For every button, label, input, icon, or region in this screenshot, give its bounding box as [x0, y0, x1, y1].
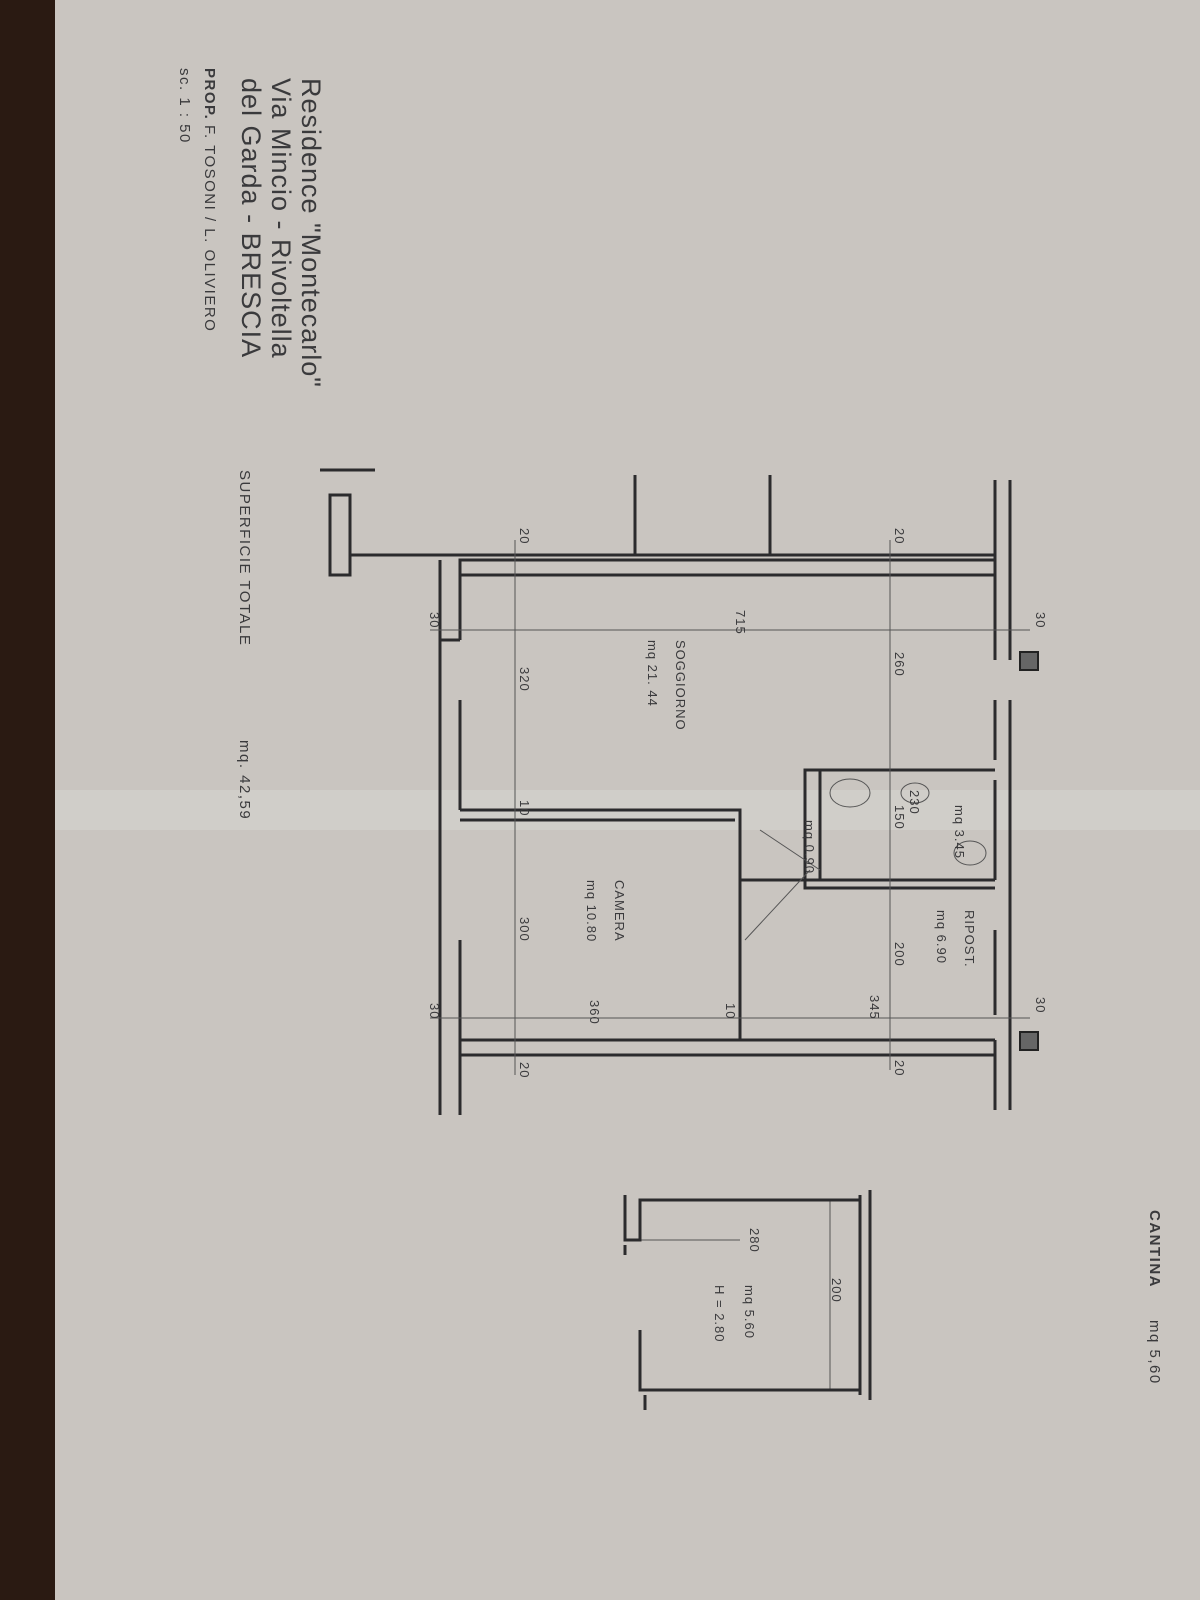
- owner-names: F. TOSONI / L. OLIVIERO: [201, 125, 218, 332]
- dim-label: 260: [892, 652, 907, 677]
- dim-label: 30: [1033, 997, 1048, 1013]
- dim-label: 320: [517, 667, 532, 692]
- bagno-area: mq 3.45: [952, 805, 967, 859]
- total-area-value: mq. 42,59: [236, 740, 253, 820]
- dim-label: 10: [723, 1003, 738, 1019]
- scale-label: sc. 1 : 50: [176, 68, 193, 144]
- dim-label: 360: [587, 1000, 602, 1025]
- title-line-1: Residence "Montecarlo": [296, 78, 326, 388]
- dim-label: 10: [517, 800, 532, 816]
- ripostiglio-area: mq 6.90: [934, 910, 949, 964]
- owner-label: PROP.: [201, 68, 218, 120]
- cantina-value: mq 5,60: [1146, 1320, 1163, 1385]
- cantina-area: mq 5.60: [742, 1285, 757, 1339]
- dim-label: 30: [427, 612, 442, 628]
- camera-name: CAMERA: [612, 880, 627, 942]
- soggiorno-name: SOGGIORNO: [673, 640, 688, 731]
- disimpegno-area: mq 0.90: [802, 820, 817, 874]
- dim-label: 345: [867, 995, 882, 1020]
- room-labels: SOGGIORNO mq 21. 44 CAMERA mq 10.80 RIPO…: [584, 640, 977, 1343]
- cantina-label: CANTINA: [1146, 1210, 1163, 1288]
- title-line-2: Via Mincio - Rivoltella: [266, 78, 296, 359]
- toilet-icon: [829, 778, 871, 808]
- sink-icon: [953, 840, 987, 866]
- dim-label: 715: [733, 610, 748, 635]
- title-block: Residence "Montecarlo" Via Mincio - Rivo…: [176, 68, 1163, 1385]
- dim-label: 230: [907, 790, 922, 815]
- soggiorno-area: mq 21. 44: [645, 640, 660, 707]
- chimney-icon: [1019, 1031, 1039, 1051]
- dimension-labels: 30 30 30 30 715 20 260 20 320 230 150 10…: [427, 528, 1048, 1078]
- cantina-dim-width: 280: [747, 1228, 762, 1253]
- dim-label: 20: [517, 528, 532, 544]
- dim-label: 200: [892, 942, 907, 967]
- cantina-dim-depth: 200: [829, 1278, 844, 1303]
- camera-area: mq 10.80: [584, 880, 599, 942]
- apartment-walls: [320, 468, 1039, 1115]
- cantina-walls: [623, 1190, 872, 1410]
- dim-label: 20: [892, 1060, 907, 1076]
- dim-label: 20: [892, 528, 907, 544]
- chimney-icon: [1019, 651, 1039, 671]
- ripostiglio-name: RIPOST.: [962, 910, 977, 968]
- dim-label: 30: [1033, 612, 1048, 628]
- cantina-height: H = 2.80: [712, 1285, 727, 1343]
- total-area-label: SUPERFICIE TOTALE: [236, 470, 253, 646]
- dim-label: 30: [427, 1003, 442, 1019]
- dimension-lines: [430, 540, 1030, 1390]
- dim-label: 20: [517, 1062, 532, 1078]
- title-line-3: del Garda - BRESCIA: [236, 78, 266, 358]
- dim-label: 150: [892, 805, 907, 830]
- dim-label: 300: [517, 917, 532, 942]
- bidet-icon: [900, 782, 930, 804]
